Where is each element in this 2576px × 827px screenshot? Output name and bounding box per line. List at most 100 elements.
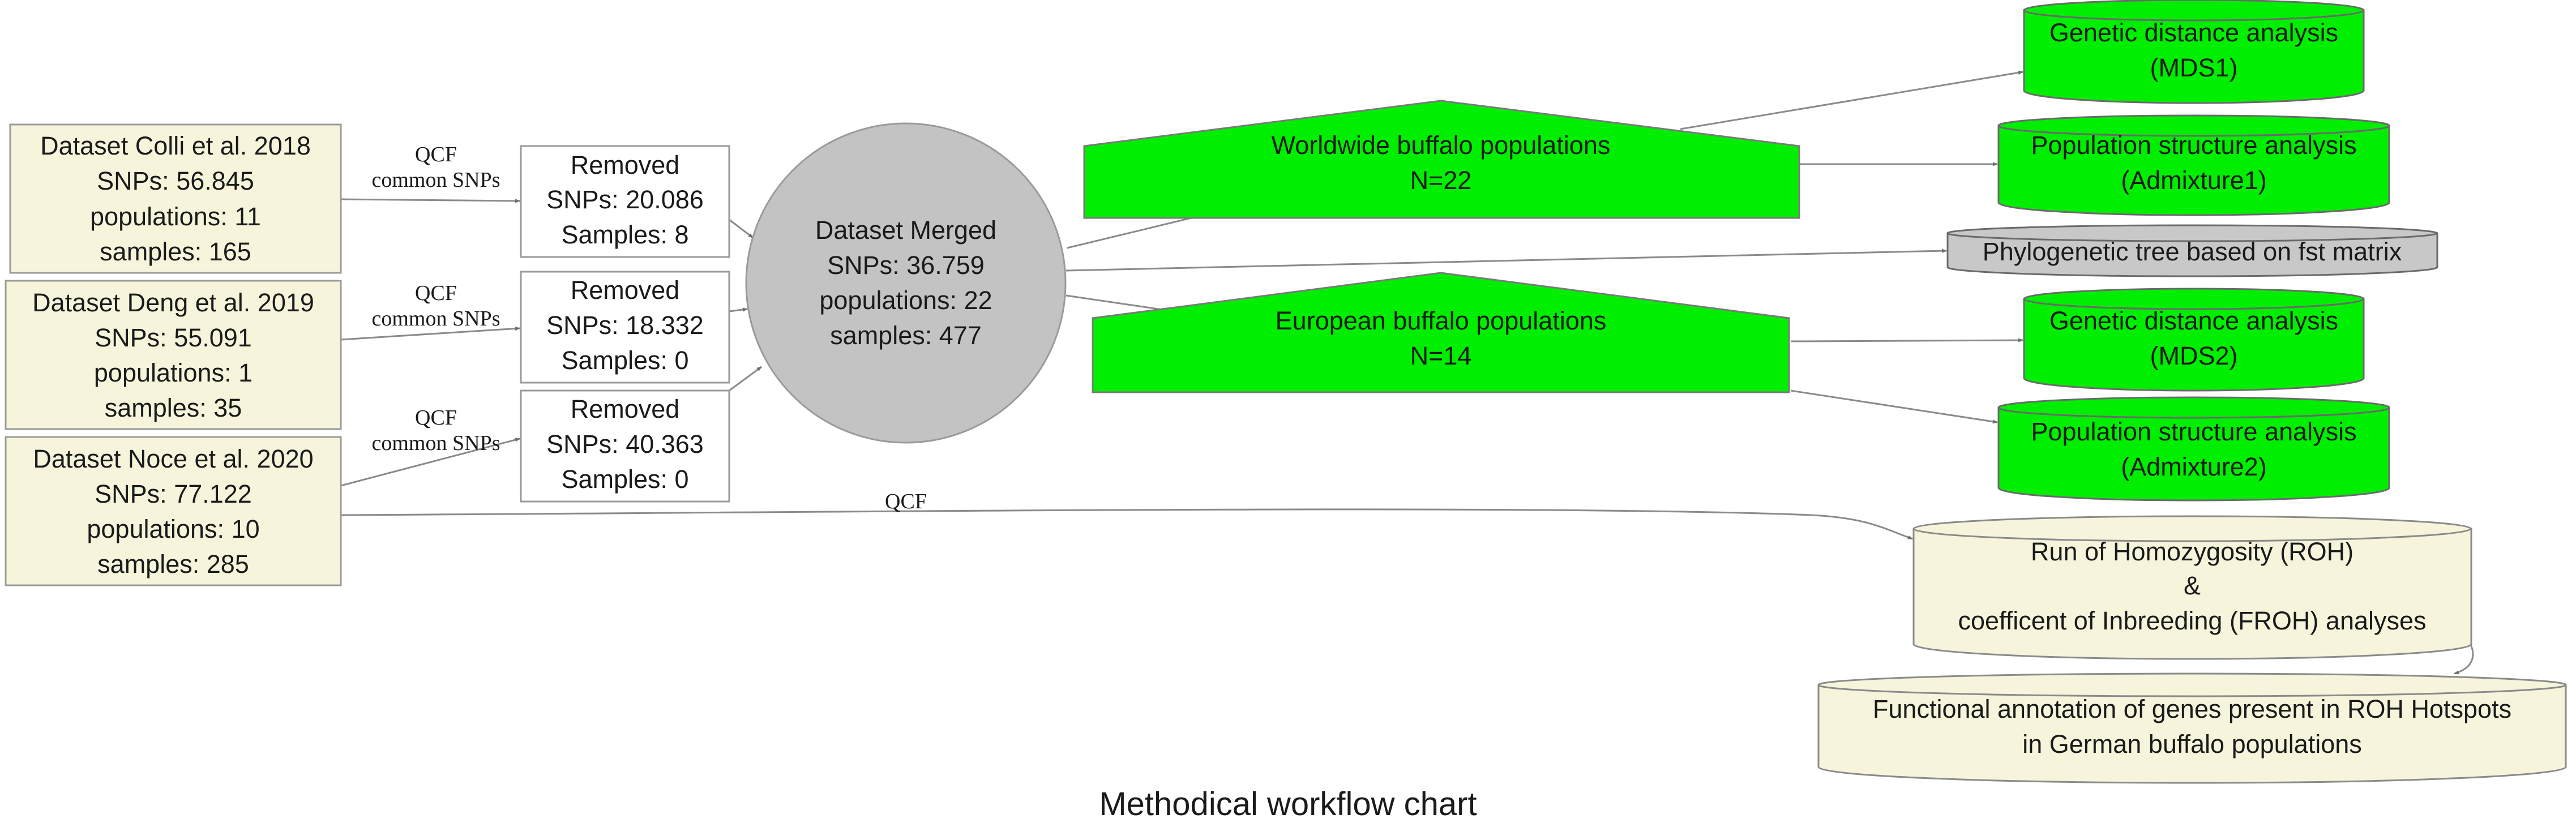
removed-line: Removed xyxy=(571,151,680,179)
qc-label-3: QCF common SNPs xyxy=(372,406,500,455)
analysis-line: Phylogenetic tree based on fst matrix xyxy=(1983,237,2402,266)
removed-line: Samples: 0 xyxy=(561,346,688,375)
merged-line: Dataset Merged xyxy=(815,216,996,245)
edge-removed1-to-merged xyxy=(729,218,754,239)
dataset-line: samples: 35 xyxy=(105,393,242,422)
cylinder-body xyxy=(1912,528,2472,660)
qc-label-line: QCF xyxy=(415,406,457,430)
edge-merged-to-european xyxy=(1066,294,1167,312)
edge-noce-to-roh xyxy=(340,508,1913,540)
analysis-line: in German buffalo populations xyxy=(2022,730,2362,759)
cylinder-body xyxy=(2023,9,2365,104)
analysis-line: (Admixture1) xyxy=(2121,166,2267,195)
dataset-deng: Dataset Deng et al. 2019 SNPs: 55.091 po… xyxy=(5,280,342,430)
removed-box xyxy=(520,145,730,258)
analysis-line: Population structure analysis xyxy=(2031,131,2356,160)
analysis-mds1: Genetic distance analysis (MDS1) xyxy=(2023,0,2365,104)
analysis-phylo: Phylogenetic tree based on fst matrix xyxy=(1946,224,2438,277)
cylinder-body xyxy=(1997,125,2390,216)
removed-3: Removed SNPs: 40.363 Samples: 0 xyxy=(520,389,730,503)
worldwide-shape xyxy=(1083,100,1800,219)
connectors xyxy=(340,70,2474,675)
dataset-line: samples: 285 xyxy=(97,550,249,579)
dataset-merged: Dataset Merged SNPs: 36.759 populations:… xyxy=(745,122,1067,444)
analysis-functional-annotation: Functional annotation of genes present i… xyxy=(1817,672,2567,784)
removed-box xyxy=(520,271,730,384)
qc-label-2: QCF common SNPs xyxy=(372,281,500,331)
merged-line: SNPs: 36.759 xyxy=(827,251,985,280)
qc-label-1: QCF common SNPs xyxy=(372,143,500,192)
analysis-line: (MDS1) xyxy=(2150,53,2238,82)
merged-line: samples: 477 xyxy=(830,321,982,350)
analysis-line: Genetic distance analysis xyxy=(2049,18,2338,47)
cylinder-top xyxy=(1912,515,2472,542)
edge-colli-to-removed xyxy=(340,198,520,203)
removed-line: Removed xyxy=(571,395,680,423)
analysis-line: (Admixture2) xyxy=(2121,452,2267,481)
group-european: European buffalo populations N=14 xyxy=(1092,272,1790,393)
qc-label-line: QCF xyxy=(415,143,457,166)
cylinder-top xyxy=(2023,288,2365,310)
diagram-title: Methodical workflow chart xyxy=(1099,786,1477,822)
dataset-line: samples: 165 xyxy=(100,237,251,266)
cylinder-top xyxy=(1997,114,2390,137)
cylinder-body xyxy=(1997,406,2390,502)
dataset-box xyxy=(9,123,342,274)
removed-line: Samples: 8 xyxy=(561,220,688,249)
removed-line: SNPs: 20.086 xyxy=(546,185,704,214)
removed-box xyxy=(520,389,730,503)
group-line: European buffalo populations xyxy=(1276,306,1607,335)
edge-worldwide-to-mds1 xyxy=(1680,70,2023,130)
qc-label-line: common SNPs xyxy=(372,168,500,192)
analysis-admixture2: Population structure analysis (Admixture… xyxy=(1997,396,2390,502)
analysis-line: & xyxy=(2184,571,2201,600)
cylinder-top xyxy=(1817,672,2567,697)
merged-circle xyxy=(745,122,1067,444)
european-shape xyxy=(1092,272,1790,393)
edge-deng-to-removed xyxy=(340,326,520,341)
merged-line: populations: 22 xyxy=(819,286,992,315)
edge-european-to-admixture2 xyxy=(1790,389,1998,424)
cylinder-body xyxy=(1946,232,2438,277)
cylinder-top xyxy=(2023,0,2365,22)
dataset-box xyxy=(5,280,342,430)
analysis-line: Functional annotation of genes present i… xyxy=(1873,695,2511,723)
dataset-colli: Dataset Colli et al. 2018 SNPs: 56.845 p… xyxy=(9,123,342,274)
dataset-line: populations: 10 xyxy=(87,515,259,543)
dataset-line: SNPs: 77.122 xyxy=(95,479,252,508)
analysis-line: Run of Homozygosity (ROH) xyxy=(2031,537,2354,566)
analysis-admixture1: Population structure analysis (Admixture… xyxy=(1997,114,2390,216)
edge-noce-to-removed xyxy=(340,438,520,487)
cylinder-body xyxy=(2023,298,2365,392)
qc-label-line: QCF xyxy=(415,281,457,305)
qc-label-line: common SNPs xyxy=(372,431,500,455)
analysis-roh: Run of Homozygosity (ROH) & coefficent o… xyxy=(1912,515,2472,660)
analysis-line: coefficent of Inbreeding (FROH) analyses xyxy=(1958,606,2426,635)
analysis-mds2: Genetic distance analysis (MDS2) xyxy=(2023,288,2365,392)
removed-line: Removed xyxy=(571,276,680,305)
dataset-line: Dataset Noce et al. 2020 xyxy=(33,444,313,473)
edge-removed3-to-merged xyxy=(729,366,762,392)
removed-line: Samples: 0 xyxy=(561,465,688,494)
dataset-line: populations: 1 xyxy=(94,358,253,387)
analysis-line: Population structure analysis xyxy=(2031,417,2356,446)
dataset-line: Dataset Deng et al. 2019 xyxy=(32,288,314,317)
edge-removed2-to-merged xyxy=(729,307,748,312)
dataset-line: SNPs: 56.845 xyxy=(97,166,254,195)
group-line: N=14 xyxy=(1410,341,1472,370)
removed-2: Removed SNPs: 18.332 Samples: 0 xyxy=(520,271,730,384)
removed-line: SNPs: 40.363 xyxy=(546,430,704,459)
dataset-noce: Dataset Noce et al. 2020 SNPs: 77.122 po… xyxy=(5,436,342,586)
group-line: Worldwide buffalo populations xyxy=(1272,131,1611,160)
analysis-line: Genetic distance analysis xyxy=(2049,306,2338,335)
removed-line: SNPs: 18.332 xyxy=(546,311,704,340)
analysis-line: (MDS2) xyxy=(2150,341,2238,370)
group-line: N=22 xyxy=(1410,166,1472,195)
dataset-line: SNPs: 55.091 xyxy=(95,323,252,352)
qc-label-line: common SNPs xyxy=(372,307,500,331)
edge-merged-to-phylo xyxy=(1066,248,1947,272)
edge-merged-to-worldwide xyxy=(1067,214,1204,249)
removed-1: Removed SNPs: 20.086 Samples: 8 xyxy=(520,145,730,258)
dataset-line: Dataset Colli et al. 2018 xyxy=(40,131,311,160)
